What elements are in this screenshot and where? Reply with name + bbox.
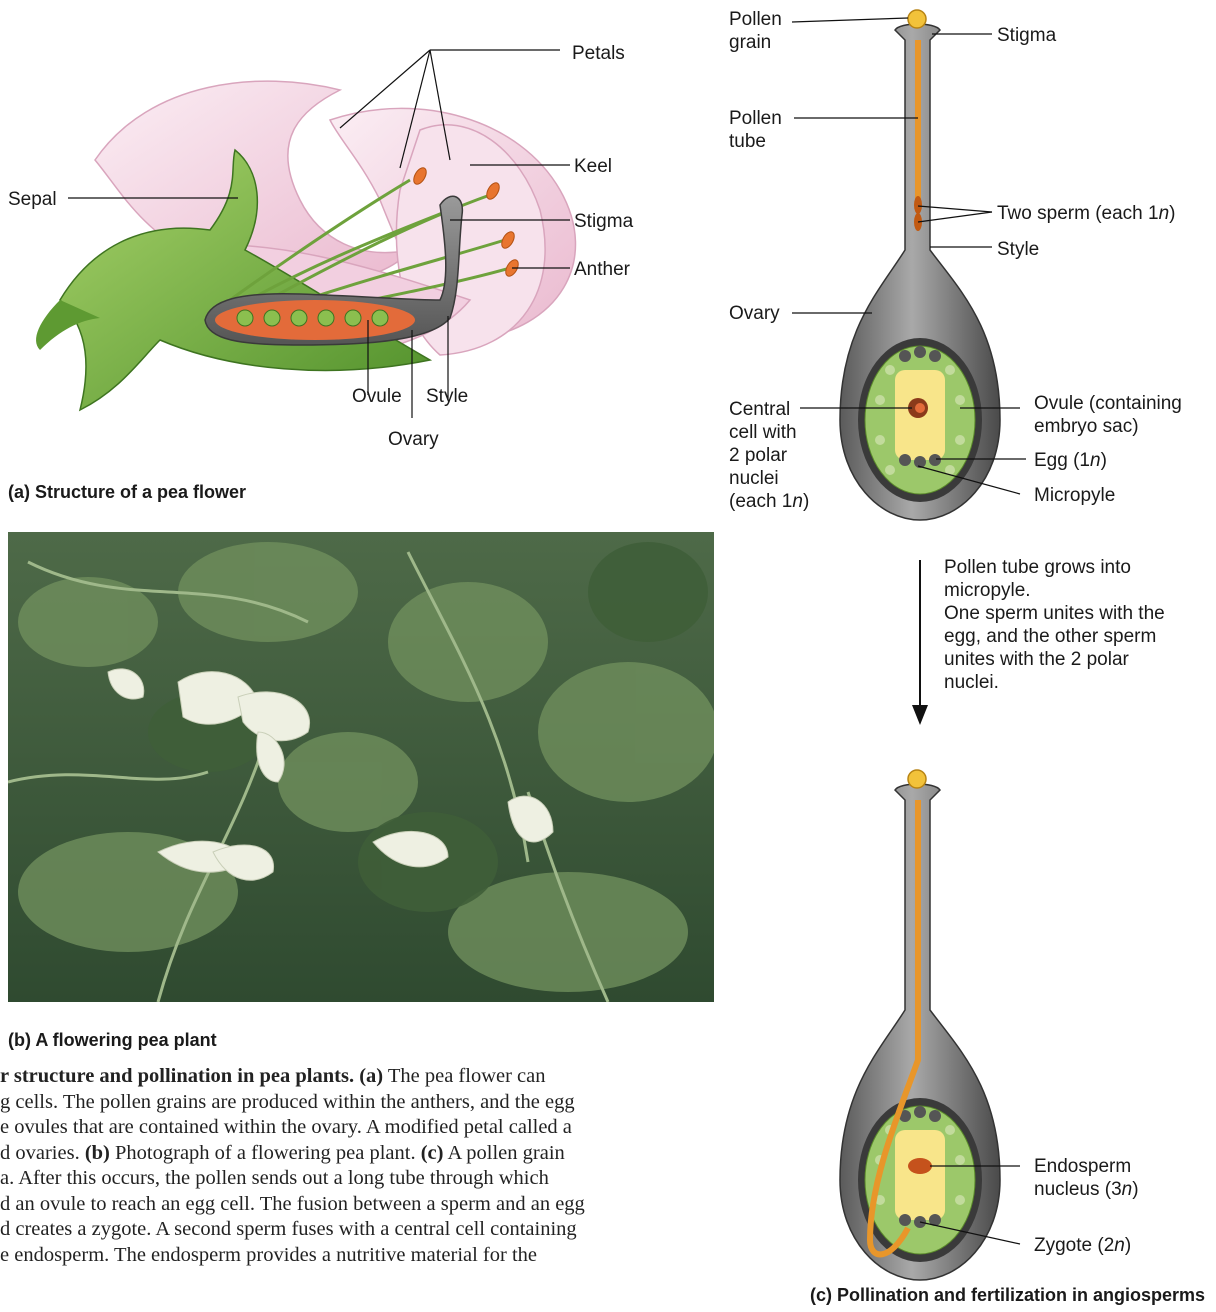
- arrow-explanation: Pollen tube grows into micropyle. One sp…: [944, 556, 1204, 694]
- label-two-sperm: Two sperm (each 1n): [997, 202, 1175, 225]
- caption-c: (c) Pollination and fertilization in ang…: [810, 1285, 1205, 1306]
- label-micropyle: Micropyle: [1034, 484, 1115, 507]
- label-zygote: Zygote (2n): [1034, 1234, 1131, 1257]
- label-style-c: Style: [997, 238, 1039, 261]
- label-stigma-c: Stigma: [997, 24, 1056, 47]
- label-ovary-c: Ovary: [729, 302, 780, 325]
- label-egg: Egg (1n): [1034, 449, 1107, 472]
